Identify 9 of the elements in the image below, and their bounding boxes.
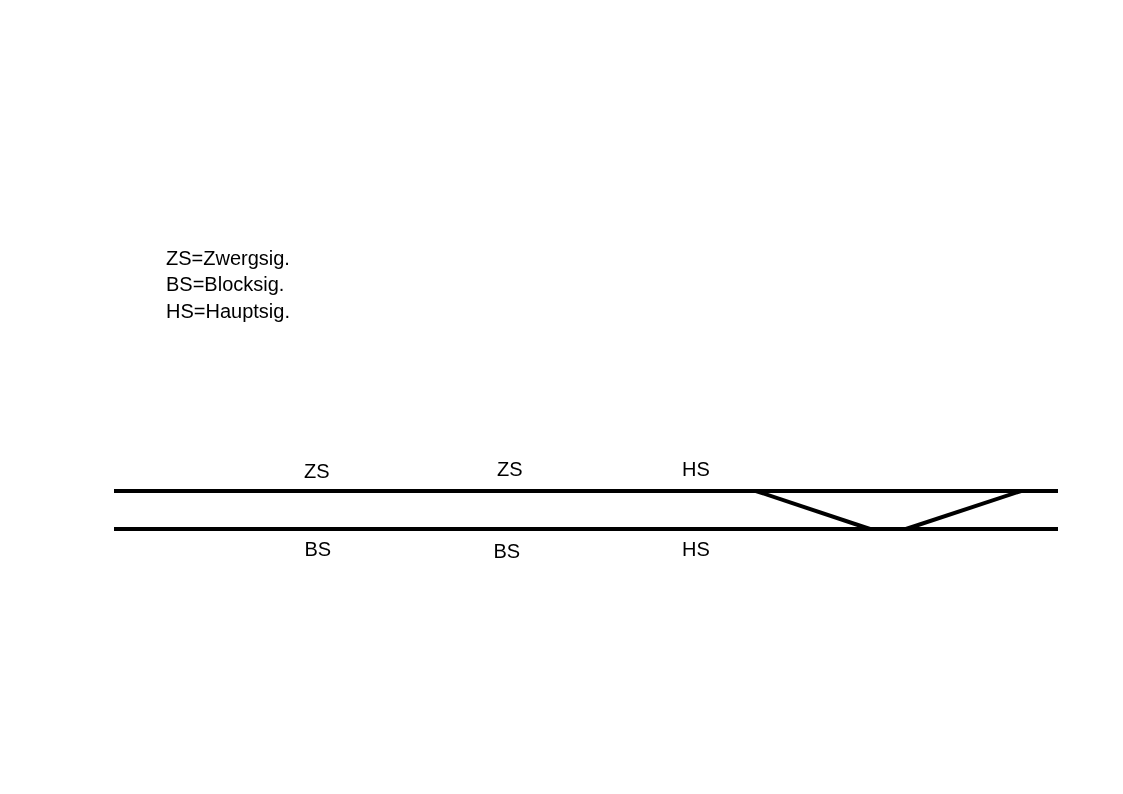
- legend-note: BS=Blocksig.: [166, 273, 285, 295]
- signal-label: BS: [304, 538, 332, 560]
- legend-note: ZS=Zwergsig.: [166, 247, 290, 269]
- signal-label: BS: [493, 540, 521, 562]
- signal-label: HS: [682, 538, 710, 560]
- signal-label: ZS: [497, 458, 523, 480]
- legend-note: HS=Hauptsig.: [166, 300, 290, 322]
- signal-label: ZS: [304, 460, 330, 482]
- signal-label: HS: [682, 458, 710, 480]
